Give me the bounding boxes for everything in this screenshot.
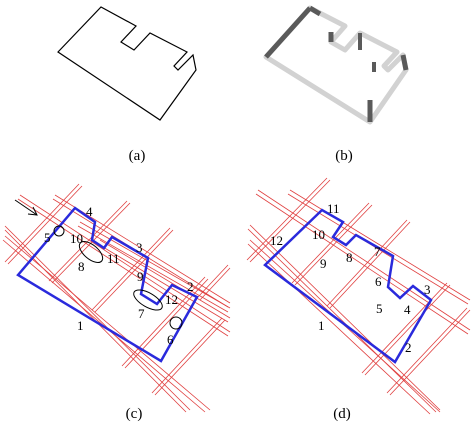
vertex-label: 9	[320, 256, 327, 271]
vertex-label: 2	[187, 279, 194, 294]
panel-c-labels: 1 2 3 4 5 6 7 8 9 10 11 12	[44, 204, 194, 347]
panel-b: (b)	[263, 5, 409, 164]
vertex-label: 10	[312, 227, 325, 242]
vertex-label: 11	[327, 201, 340, 216]
vertex-label: 4	[404, 302, 411, 317]
caption-d: (d)	[333, 406, 351, 422]
vertex-label: 7	[138, 306, 145, 321]
marker-ellipse	[133, 289, 163, 311]
vertex-label: 3	[136, 240, 143, 255]
vertex-label: 9	[137, 269, 144, 284]
marker-circle	[169, 316, 183, 330]
caption-c: (c)	[126, 406, 143, 422]
vertex-label: 6	[167, 332, 174, 347]
vertex-label: 5	[376, 301, 383, 316]
panel-b-outline	[263, 5, 409, 125]
vertex-label: 2	[405, 340, 412, 355]
vertex-label: 3	[424, 282, 431, 297]
panel-c: 1 2 3 4 5 6 7 8 9 10 11 12 (c)	[2, 183, 231, 422]
marker-ellipse	[78, 241, 104, 263]
vertex-label: 8	[78, 259, 85, 274]
vertex-label: 12	[165, 292, 178, 307]
panel-d-labels: 1 2 3 4 5 6 7 8 9 10 11 12	[270, 201, 431, 355]
marker-circle	[53, 225, 65, 237]
panel-b-dark-edge	[308, 5, 322, 17]
panel-d-grid	[246, 177, 471, 415]
vertex-label: 11	[107, 251, 120, 266]
panel-a-outline	[57, 6, 197, 121]
vertex-label: 6	[375, 274, 382, 289]
panel-c-polygon	[16, 206, 199, 363]
panel-c-markers	[53, 225, 183, 330]
vertex-label: 5	[44, 230, 51, 245]
panel-b-dark-edge	[264, 6, 312, 59]
entry-arrow	[14, 199, 38, 216]
vertex-label: 1	[77, 318, 84, 333]
vertex-label: 10	[70, 231, 83, 246]
vertex-label: 7	[374, 244, 381, 259]
panel-d-polygon	[263, 208, 433, 364]
vertex-label: 1	[318, 318, 325, 333]
caption-a: (a)	[129, 148, 146, 164]
vertex-label: 8	[346, 250, 353, 265]
vertex-label: 4	[86, 204, 93, 219]
vertex-label: 12	[270, 233, 283, 248]
panel-a: (a)	[57, 6, 197, 164]
panel-b-dark-edge	[400, 54, 409, 71]
caption-b: (b)	[335, 148, 353, 164]
panel-d: 1 2 3 4 5 6 7 8 9 10 11 12 (d)	[246, 177, 471, 422]
